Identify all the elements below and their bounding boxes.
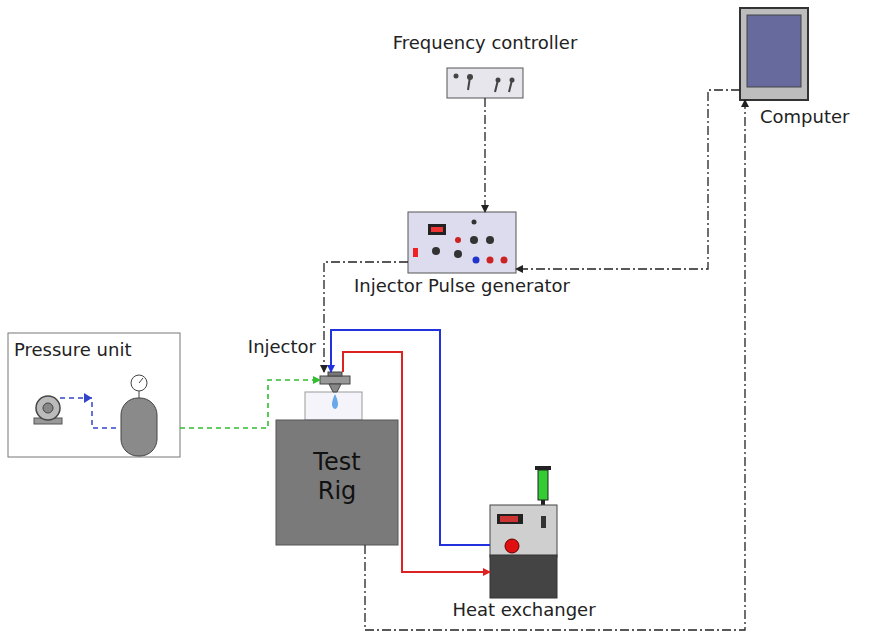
node-label: Injector xyxy=(230,336,316,358)
air-line xyxy=(60,398,120,428)
power-button xyxy=(505,539,519,553)
gauge-needle xyxy=(139,378,143,383)
injector: Injector xyxy=(320,372,350,392)
knob xyxy=(454,74,459,79)
cylinder-cap xyxy=(535,466,551,470)
connector xyxy=(180,380,320,428)
air-arrow xyxy=(84,393,92,403)
node-label: Frequency controller xyxy=(365,32,605,54)
heat-exchanger: Heat exchanger xyxy=(490,505,557,600)
knob xyxy=(470,236,478,244)
display xyxy=(497,514,523,524)
connector xyxy=(484,98,485,212)
cylinder-neck xyxy=(541,500,545,505)
computer-monitor: Computer xyxy=(740,8,808,100)
jack xyxy=(473,257,480,264)
monitor-screen xyxy=(747,15,801,87)
pressure-gauge xyxy=(131,375,147,391)
node-label: Computer xyxy=(760,106,870,128)
knob xyxy=(432,247,440,255)
connector xyxy=(516,90,740,269)
pressure-unit: Pressure unit xyxy=(8,333,180,457)
spray-droplet xyxy=(332,394,338,409)
tank-symbol xyxy=(121,398,157,456)
generator-body xyxy=(408,212,516,273)
connector xyxy=(365,100,745,630)
jack xyxy=(472,220,477,225)
knob-stem xyxy=(468,77,470,90)
coolant-cylinder xyxy=(538,470,548,500)
pump-symbol xyxy=(36,396,60,420)
indicator xyxy=(541,516,546,528)
frequency-controller: Frequency controller xyxy=(447,68,523,98)
jack xyxy=(501,257,508,264)
injector-nozzle xyxy=(329,384,341,392)
node-label: Test Rig xyxy=(297,448,377,506)
display-digits xyxy=(431,227,443,232)
display xyxy=(428,224,446,235)
pulse-generator: Injector Pulse generator xyxy=(408,212,516,273)
toggle-lever xyxy=(495,80,498,92)
injector-body xyxy=(320,376,350,384)
exchanger-base xyxy=(490,555,557,598)
jack xyxy=(487,257,494,264)
test-rig-body xyxy=(276,420,398,545)
spray-chamber xyxy=(305,392,362,420)
node-label: Heat exchanger xyxy=(432,599,616,621)
connector xyxy=(343,352,490,572)
display-digits xyxy=(500,516,518,522)
monitor-bezel xyxy=(740,8,808,100)
node-label: Injector Pulse generator xyxy=(320,275,604,297)
pressure-unit-box xyxy=(8,333,180,457)
knob xyxy=(454,250,462,258)
connector xyxy=(331,330,490,545)
toggle-lever xyxy=(509,80,512,92)
exchanger-top xyxy=(490,505,557,557)
injector-cap xyxy=(328,372,342,376)
switch xyxy=(413,248,418,257)
controller-body xyxy=(447,68,523,98)
test-rig: Test Rig xyxy=(276,420,398,545)
knob xyxy=(486,236,494,244)
pump-hub xyxy=(43,403,53,413)
node-label: Pressure unit xyxy=(14,339,174,361)
jack xyxy=(455,237,461,243)
